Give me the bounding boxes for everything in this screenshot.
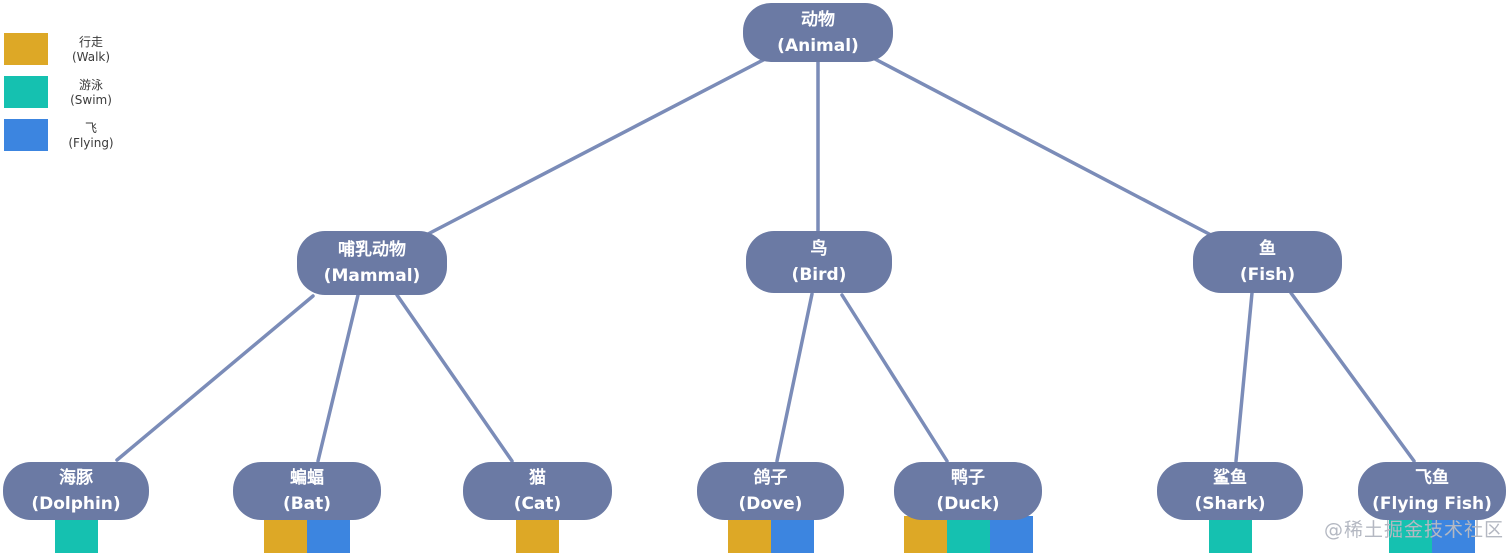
legend-label-en: (Walk) [71,50,111,64]
trait-squares-cat [516,516,559,553]
legend-swatch-swim [4,76,48,108]
legend-item-walk: 行走(Walk) [4,33,128,65]
trait-walk-square [727,516,771,553]
trait-swim-square [1208,516,1252,553]
legend-label-en: (Swim) [70,93,112,107]
edge-fish-flyingfish [1289,291,1416,463]
trait-walk-square [516,516,559,553]
trait-squares-dove [727,516,814,553]
trait-flying-square [770,516,814,553]
tree-node-dove: 鸽子 (Dove) [697,462,844,520]
node-label-en: (Fish) [1239,265,1296,285]
trait-walk-square [903,516,947,553]
edge-animal-fish [871,56,1213,237]
legend-label-swim: 游泳(Swim) [54,76,128,108]
legend: 行走(Walk) 游泳(Swim) 飞(Flying) [4,33,128,151]
edge-animal-mammal [426,56,769,236]
legend-swatch-walk [4,33,48,65]
edge-bird-duck [840,293,949,463]
node-label-en: (Bat) [282,494,332,514]
node-label-en: (Cat) [513,494,562,514]
legend-label-flying: 飞(Flying) [54,119,128,151]
node-label-en: (Mammal) [323,266,421,286]
trait-flying-square [1432,516,1475,553]
legend-item-flying: 飞(Flying) [4,119,128,151]
node-label-en: (Bird) [791,265,847,285]
edge-fish-shark [1234,291,1254,463]
legend-label-cn: 飞 [84,121,97,135]
node-label-cn: 飞鱼 [1415,468,1449,488]
tree-node-fish: 鱼 (Fish) [1193,231,1342,293]
legend-label-walk: 行走(Walk) [54,33,128,65]
trait-flying-square [989,516,1033,553]
node-label-cn: 蝙蝠 [290,468,324,488]
tree-node-flyingfish: 飞鱼 (Flying Fish) [1358,462,1506,520]
node-label-cn: 猫 [529,468,546,488]
trait-walk-square [264,516,307,553]
node-label-cn: 鱼 [1259,239,1276,259]
node-label-en: (Dove) [738,494,803,514]
trait-squares-bat [264,516,350,553]
legend-label-cn: 游泳 [78,78,103,92]
tree-node-bat: 蝙蝠 (Bat) [233,462,381,520]
edge-mammal-cat [395,293,514,463]
legend-label-en: (Flying) [68,136,114,150]
legend-item-swim: 游泳(Swim) [4,76,128,108]
node-label-cn: 海豚 [59,468,93,488]
trait-swim-square [1389,516,1432,553]
legend-swatch-flying [4,119,48,151]
tree-node-dolphin: 海豚 (Dolphin) [3,462,149,520]
node-label-en: (Animal) [777,35,859,56]
edge-mammal-dolphin [115,294,315,462]
edge-mammal-bat [316,293,360,463]
edge-bird-dove [775,292,814,463]
trait-swim-square [54,516,98,553]
tree-node-mammal: 哺乳动物 (Mammal) [297,231,447,295]
tree-node-animal: 动物 (Animal) [743,3,893,62]
legend-label-cn: 行走 [78,35,103,49]
node-label-cn: 哺乳动物 [338,240,406,260]
node-label-en: (Dolphin) [31,494,121,514]
node-label-cn: 鲨鱼 [1213,468,1247,488]
trait-squares-shark [1208,516,1252,553]
trait-swim-square [946,516,990,553]
tree-node-cat: 猫 (Cat) [463,462,612,520]
node-label-cn: 动物 [801,9,835,30]
tree-node-bird: 鸟 (Bird) [746,231,892,293]
trait-squares-duck [903,516,1033,553]
node-label-en: (Shark) [1194,494,1266,514]
watermark-text: @稀土掘金技术社区 [1323,519,1504,541]
node-label-cn: 鸽子 [753,468,788,488]
node-label-cn: 鸟 [810,239,828,259]
tree-node-duck: 鸭子 (Duck) [894,462,1042,520]
tree-node-shark: 鲨鱼 (Shark) [1157,462,1303,520]
node-label-en: (Flying Fish) [1372,494,1492,514]
trait-squares-flyingfish [1389,516,1475,553]
node-label-cn: 鸭子 [951,468,985,488]
trait-flying-square [307,516,350,553]
node-label-en: (Duck) [936,494,1000,514]
trait-squares-dolphin [54,516,98,553]
